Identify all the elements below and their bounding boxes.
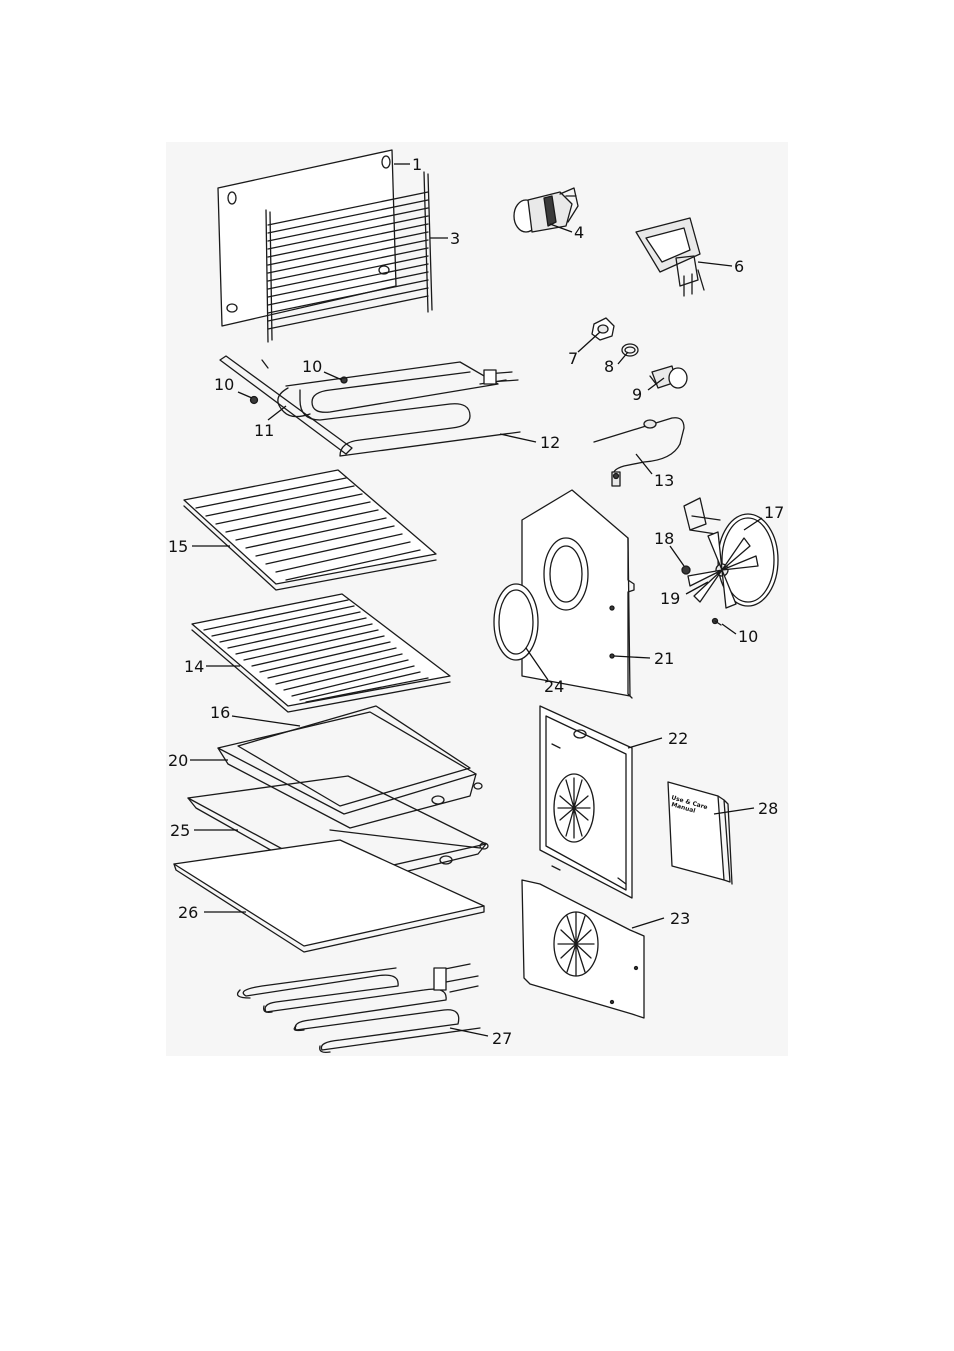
label-4: 4 bbox=[574, 223, 584, 242]
part-12-grill-element bbox=[277, 361, 521, 457]
part-14-grill-rack bbox=[191, 593, 451, 713]
label-1: 1 bbox=[412, 155, 422, 174]
part-11-bracket bbox=[219, 355, 353, 455]
label-10-right: 10 bbox=[738, 627, 758, 646]
part-16-grill-grid bbox=[237, 705, 471, 807]
label-14: 14 bbox=[184, 657, 204, 676]
part-27-bake-element bbox=[236, 963, 481, 1054]
label-7: 7 bbox=[568, 349, 578, 368]
label-12: 12 bbox=[540, 433, 560, 452]
label-20: 20 bbox=[168, 751, 188, 770]
part-22-inner-back-panel bbox=[539, 705, 633, 899]
label-22: 22 bbox=[668, 729, 688, 748]
label-15: 15 bbox=[168, 537, 188, 556]
part-4-lamp-holder bbox=[513, 187, 579, 233]
part-10-screw-right bbox=[711, 617, 722, 626]
label-10-top: 10 bbox=[302, 357, 322, 376]
label-3: 3 bbox=[450, 229, 460, 248]
label-26: 26 bbox=[178, 903, 198, 922]
label-16: 16 bbox=[210, 703, 230, 722]
label-19: 19 bbox=[660, 589, 680, 608]
part-19-fan-blade bbox=[687, 531, 759, 609]
part-24-fan-guard bbox=[493, 583, 539, 661]
part-23-fan-baffle bbox=[521, 879, 645, 1019]
part-20-roasting-tray bbox=[217, 711, 483, 829]
label-28: 28 bbox=[758, 799, 778, 818]
part-10-screw-left bbox=[249, 395, 259, 405]
label-25: 25 bbox=[170, 821, 190, 840]
label-13: 13 bbox=[654, 471, 674, 490]
label-23: 23 bbox=[670, 909, 690, 928]
part-18-nut bbox=[681, 565, 691, 575]
part-6-lamp-housing bbox=[635, 217, 705, 297]
label-8: 8 bbox=[604, 357, 614, 376]
part-26-base-plate bbox=[173, 839, 485, 953]
part-3-side-rack bbox=[265, 171, 433, 343]
label-27: 27 bbox=[492, 1029, 512, 1048]
part-8-washer bbox=[621, 343, 639, 357]
part-15-wire-shelf bbox=[183, 469, 437, 591]
part-28-manual bbox=[667, 781, 733, 885]
part-13-temperature-sensor bbox=[593, 417, 685, 487]
label-6: 6 bbox=[734, 257, 744, 276]
label-24: 24 bbox=[544, 677, 564, 696]
label-21: 21 bbox=[654, 649, 674, 668]
leader-lines bbox=[190, 163, 763, 1037]
label-11: 11 bbox=[254, 421, 274, 440]
label-17: 17 bbox=[764, 503, 784, 522]
callout-labels: 1 3 4 6 7 8 9 10 10 11 12 13 15 14 16 20… bbox=[168, 155, 784, 1048]
label-9: 9 bbox=[632, 385, 642, 404]
label-18: 18 bbox=[654, 529, 674, 548]
label-10-left: 10 bbox=[214, 375, 234, 394]
part-21-fan-cover bbox=[521, 489, 635, 699]
